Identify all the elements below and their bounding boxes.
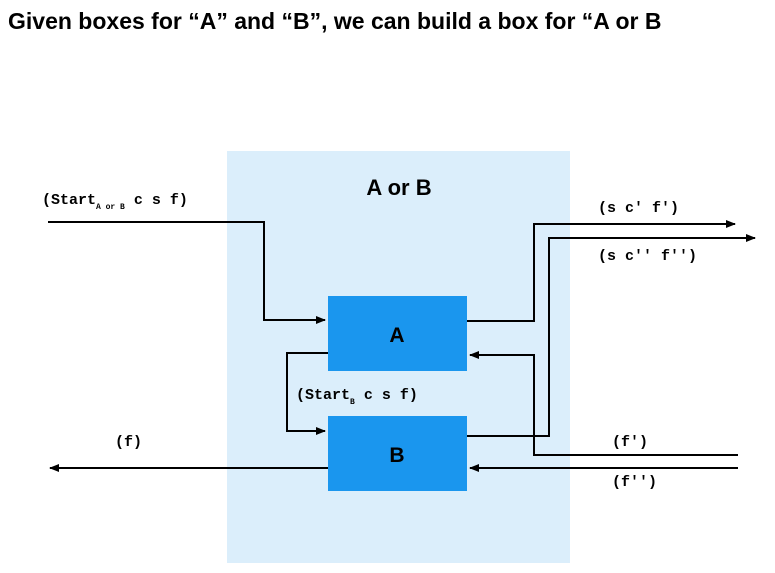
box-a [328, 296, 467, 371]
success-a-output-label: (s c′ f′) [598, 200, 679, 217]
fail-a-input-label: (f′) [612, 434, 648, 451]
b-success-output-arrow [467, 234, 756, 437]
start-b-arrow [286, 352, 328, 435]
fail-a-input-arrow [469, 351, 738, 456]
fail-b-input-label: (f′′) [612, 474, 657, 491]
a-success-output-arrow [467, 220, 736, 322]
box-b-label: B [389, 444, 404, 467]
start-input-label: (StartA or B c s f) [42, 192, 188, 212]
page-title: Given boxes for “A” and “B”, we can buil… [8, 8, 662, 34]
start-b-label: (StartB c s f) [296, 387, 418, 407]
success-b-output-label: (s c′′ f′′) [598, 248, 697, 265]
box-a-label: A [389, 324, 404, 347]
box-b [328, 416, 467, 491]
outer-box-label: A or B [366, 175, 431, 200]
fail-output-label: (f) [115, 434, 142, 451]
start-input-arrow [48, 221, 326, 324]
